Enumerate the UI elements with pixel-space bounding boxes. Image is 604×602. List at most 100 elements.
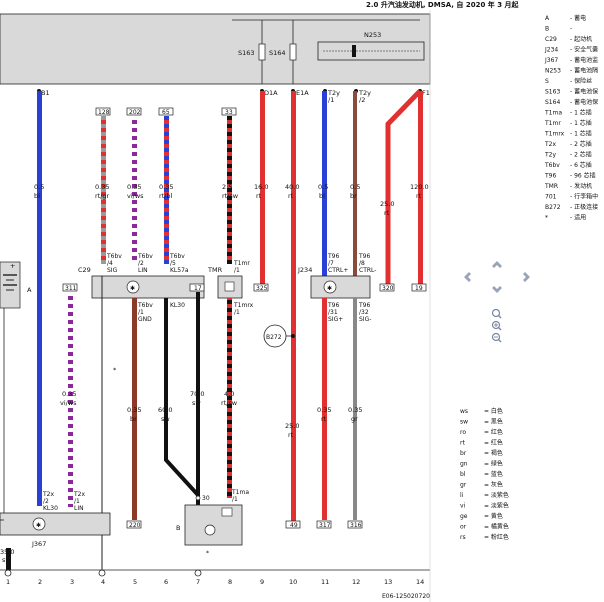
- svg-text:T1mr/1: T1mr/1: [233, 260, 250, 274]
- zoom-out-icon[interactable]: [491, 332, 502, 343]
- legend-desc: - 起动机: [570, 35, 592, 43]
- legend-desc: - 适用: [570, 214, 586, 222]
- svg-text:0.35: 0.35: [348, 406, 362, 414]
- wire-col13-rt: [385, 89, 422, 285]
- legend-code: T1ma: [544, 110, 562, 117]
- ref-17: 17: [194, 285, 202, 292]
- svg-text:vi/ws: vi/ws: [60, 399, 77, 407]
- ref-202: 202: [129, 109, 141, 116]
- ref-325: 325: [256, 285, 268, 292]
- legend-code: T96: [544, 173, 556, 180]
- color-name: = 红色: [484, 439, 503, 447]
- column-number: 14: [416, 578, 424, 586]
- color-code: sw: [460, 419, 468, 426]
- svg-text:rt/sw: rt/sw: [221, 399, 238, 407]
- ref-128: 128: [98, 109, 110, 116]
- svg-text:B272: B272: [266, 334, 282, 341]
- pan-controls: [464, 261, 530, 293]
- column-number: 9: [260, 578, 264, 586]
- legend-desc: - 蓄电: [570, 14, 586, 22]
- color-name: = 绿色: [484, 460, 503, 468]
- svg-text:vi/ws: vi/ws: [127, 192, 144, 200]
- svg-text:0.35: 0.35: [62, 390, 76, 398]
- wire-col6-rtbl: [164, 116, 169, 264]
- b272-connection: B272: [263, 324, 295, 348]
- column-number: 4: [101, 578, 105, 586]
- color-name: = 灰色: [484, 481, 503, 489]
- legend-desc: - 蓄电池监: [570, 56, 598, 64]
- svg-text:gr: gr: [351, 415, 358, 423]
- wire-col5-viws: [132, 116, 137, 264]
- svg-text:30: 30: [202, 495, 210, 502]
- color-code: rs: [460, 534, 466, 541]
- ref-19: 19: [415, 285, 423, 292]
- wire-col11-rt: [322, 298, 327, 520]
- fuse-box: [0, 13, 431, 85]
- pan-right-icon[interactable]: [523, 272, 530, 282]
- pan-down-icon[interactable]: [492, 286, 502, 293]
- legend-desc: - 行李箱中: [570, 193, 598, 201]
- wire-col8-rtsw-lower: [227, 298, 232, 498]
- zoom-in-icon[interactable]: [491, 308, 502, 319]
- zoom-reset-icon[interactable]: [491, 320, 502, 331]
- color-code: or: [460, 524, 467, 531]
- svg-text:rt: rt: [321, 415, 327, 423]
- svg-text:*: *: [206, 550, 209, 557]
- color-code: ws: [460, 408, 468, 415]
- wire-col3-viws: [68, 292, 73, 507]
- svg-text:0.35: 0.35: [159, 183, 173, 191]
- battery-a: + A: [0, 261, 32, 520]
- pin-t2y2: T2y/2: [358, 89, 371, 104]
- pin-t2y1: T2y/1: [327, 89, 340, 104]
- pan-left-icon[interactable]: [464, 272, 471, 282]
- zoom-controls: [491, 308, 502, 343]
- column-number: 11: [321, 578, 329, 586]
- pin-d1a: D1A: [264, 89, 278, 97]
- wire-col12-gr: [353, 298, 357, 520]
- ref-317: 317: [319, 522, 331, 529]
- legend-code: J367: [544, 57, 558, 64]
- column-number: 10: [289, 578, 297, 586]
- svg-text:br: br: [350, 192, 357, 200]
- legend-code: T6bv: [544, 162, 560, 169]
- pin-f1: F1: [422, 89, 430, 97]
- column-number: 6: [164, 578, 168, 586]
- legend-desc: - 2 芯插: [570, 151, 592, 159]
- color-code: ro: [460, 429, 466, 436]
- svg-text:TMR: TMR: [207, 266, 223, 274]
- legend-code: S163: [545, 89, 560, 96]
- svg-text:40.0: 40.0: [285, 183, 299, 191]
- color-code: rt: [460, 440, 465, 447]
- svg-text:70.0: 70.0: [190, 390, 204, 398]
- legend-code: TMR: [544, 183, 558, 190]
- color-code: br: [460, 450, 467, 457]
- column-number: 13: [384, 578, 392, 586]
- legend-code: C29: [545, 36, 557, 43]
- svg-text:0.35: 0.35: [127, 406, 141, 414]
- fuse-s164: S164: [269, 20, 297, 84]
- pin-e1a: E1A: [296, 89, 309, 97]
- pan-up-icon[interactable]: [492, 261, 502, 268]
- wire-col4-rtgr: [101, 116, 106, 264]
- legend-desc: - 保险丝: [570, 77, 592, 85]
- wire-col2-bl: [37, 91, 42, 506]
- legend-code: B272: [545, 204, 561, 211]
- column-number: 7: [196, 578, 200, 586]
- svg-text:25.0: 25.0: [285, 422, 299, 430]
- wire-col12-br: [353, 91, 357, 276]
- n253-relay: N253: [317, 31, 425, 61]
- legend-desc: - 安全气囊: [570, 46, 598, 54]
- svg-text:br: br: [130, 415, 137, 423]
- legend-desc: - 蓄电池保: [570, 98, 598, 106]
- color-name: = 淡紫色: [484, 502, 509, 510]
- ref-316: 316: [350, 522, 362, 529]
- svg-text:sw: sw: [161, 415, 170, 423]
- legend-desc: - 蓄电池保: [570, 88, 598, 96]
